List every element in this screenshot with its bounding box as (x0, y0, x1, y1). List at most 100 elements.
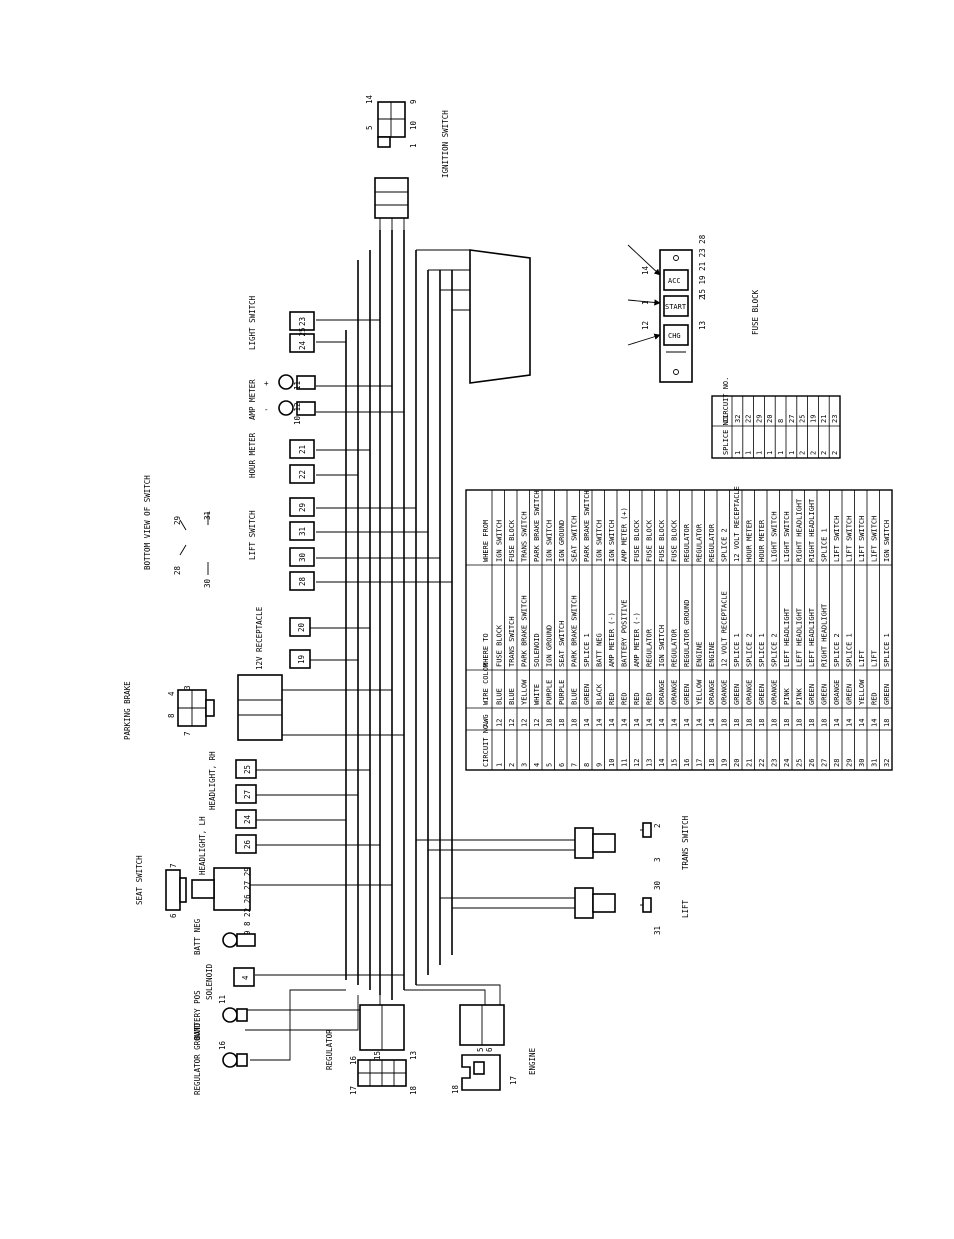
table-cell: HOUR METER (758, 519, 766, 562)
table-cell: YELLOW (521, 679, 529, 705)
table-cell: RIGHT HEADLIGHT (808, 498, 816, 562)
light-switch-label: LIGHT SWITCH (248, 295, 257, 350)
receptacle-circuit: 20 (297, 622, 306, 632)
lift-label: LIFT (681, 899, 690, 918)
table-cell: GREEN (583, 684, 591, 705)
table-cell: TRANS SWITCH (521, 511, 529, 562)
battery-pos-label: BATTERY POS (193, 990, 202, 1040)
table-cell: GREEN (683, 684, 691, 705)
receptacle-12v: 20 19 12V RECEPTACLE (255, 606, 311, 670)
parking-brake: 8 4 7 3 PARKING BRAKE (123, 674, 283, 741)
fuse-in-pin: 12 (641, 321, 650, 330)
table-cell: 22 (758, 759, 766, 767)
trans-switch-pin: 2 (653, 823, 662, 828)
table-cell: BLUE (571, 688, 579, 705)
table-header: WHERE FROM (482, 520, 490, 562)
lift-pin: 30 (653, 880, 662, 890)
fuse-in-pin: 1 (641, 300, 650, 305)
light-switch-circuit: 23 (298, 317, 307, 326)
table-cell: YELLOW (858, 679, 866, 705)
table-cell: ORANGE (721, 680, 729, 705)
table-cell: LIFT SWITCH (871, 516, 879, 562)
table-cell: ORANGE (746, 680, 754, 705)
regulator-pin: 16 (349, 1055, 358, 1065)
table-cell: LEFT HEADLIGHT (796, 607, 804, 667)
regulator-pin: 15 (373, 1051, 382, 1060)
bottom-view-pin: 31 (203, 511, 212, 520)
bottom-view-switch: 28 29 30 31 BOTTOM VIEW OF SWITCH (143, 475, 212, 588)
table-cell: BATT NEG (596, 633, 604, 667)
table-cell: 1 (496, 763, 504, 767)
table-cell: REGULATOR (671, 628, 679, 667)
table-cell: 22 (745, 415, 753, 423)
table-cell: 18 (821, 719, 829, 727)
table-cell: 14 (608, 719, 616, 727)
table-cell: 12 (508, 719, 516, 727)
table-cell: RED (621, 692, 629, 705)
receptacle-label: 12V RECEPTACLE (255, 606, 264, 670)
table-cell: 18 (721, 719, 729, 727)
regulator-label: REGULATOR (325, 1029, 334, 1070)
table-cell: 20 (766, 415, 774, 423)
ignition-switch-label: IGNITION SWITCH (441, 110, 450, 178)
table-cell: HOUR METER (746, 519, 754, 562)
table-cell: SPLICE 1 (883, 633, 891, 667)
bottom-view-pin: 28 (173, 565, 182, 575)
seat-switch-pin: 6 (169, 913, 178, 918)
table-cell: FUSE BLOCK (671, 519, 679, 562)
table-cell: 19 (721, 759, 729, 767)
batt-neg-label: BATT NEG (193, 918, 202, 955)
table-cell: 14 (596, 719, 604, 727)
batt-neg-terms: 9 8 22 26 27 29 (243, 867, 252, 935)
table-cell: 1 (766, 451, 774, 455)
table-cell: 2 (799, 451, 807, 455)
engine: 5 6 18 17 ENGINE (451, 1004, 537, 1094)
table-cell: 14 (708, 719, 716, 727)
table-cell: IGN GROUND (558, 520, 566, 562)
table-cell: BLACK (596, 683, 604, 705)
table-cell: 14 (646, 719, 654, 727)
table-header: AWG (482, 714, 490, 727)
engine-label: ENGINE (528, 1047, 537, 1075)
trans-switch-and-lift: 3 2 TRANS SWITCH 31 30 LIFT (574, 815, 690, 935)
table-cell: 18 (883, 719, 891, 727)
table-cell: 6 (558, 763, 566, 767)
table-cell: 27 (788, 415, 796, 423)
table-cell: 12 VOLT RECEPTACLE (721, 591, 729, 667)
table-cell: 12 VOLT RECEPTACLE (733, 486, 741, 562)
headlights: 25 27 24 26 HEADLIGHT, RH HEADLIGHT, LH (198, 751, 257, 875)
trans-switch-pin: 3 (653, 857, 662, 862)
headlight-rh-circuit: 27 (243, 790, 252, 799)
table-cell: IGN SWITCH (546, 520, 554, 562)
table-cell: LIGHT SWITCH (783, 511, 791, 562)
regulator: 16 15 17 13 18 REGULATOR (325, 1004, 418, 1095)
table-cell: 19 (809, 415, 817, 423)
table-cell: 17 (696, 759, 704, 767)
table-cell: LEFT HEADLIGHT (783, 607, 791, 667)
table-cell: AMP METER (-) (608, 612, 616, 667)
parking-brake-pin: 8 (167, 713, 176, 718)
fuse-start-label: START (665, 303, 687, 311)
table-cell: 14 (658, 719, 666, 727)
table-cell: IGN SWITCH (883, 520, 891, 562)
battery-pos: 11 BATTERY POS (193, 990, 248, 1040)
table-cell: 11 (621, 759, 629, 767)
table-cell: RED (633, 692, 641, 705)
table-cell: SEAT SWITCH (571, 516, 579, 562)
table-cell: RED (608, 692, 616, 705)
table-cell: 7 (571, 763, 579, 767)
table-cell: LIFT (858, 649, 866, 667)
table-cell: REGULATOR (683, 523, 691, 562)
amp-meter-minus: - (264, 405, 269, 414)
table-cell: 12 (496, 719, 504, 727)
table-cell: BLUE (508, 688, 516, 705)
hour-meter-circuit: 22 (298, 470, 307, 479)
table-cell: 13 (646, 759, 654, 767)
table-cell: 32 (883, 759, 891, 767)
fuse-block-label: FUSE BLOCK (751, 289, 760, 335)
table-cell: FUSE BLOCK (633, 519, 641, 562)
table-cell: 18 (571, 719, 579, 727)
table-cell: RIGHT HEADLIGHT (821, 603, 829, 667)
regulator-pin: 17 (349, 1086, 358, 1095)
